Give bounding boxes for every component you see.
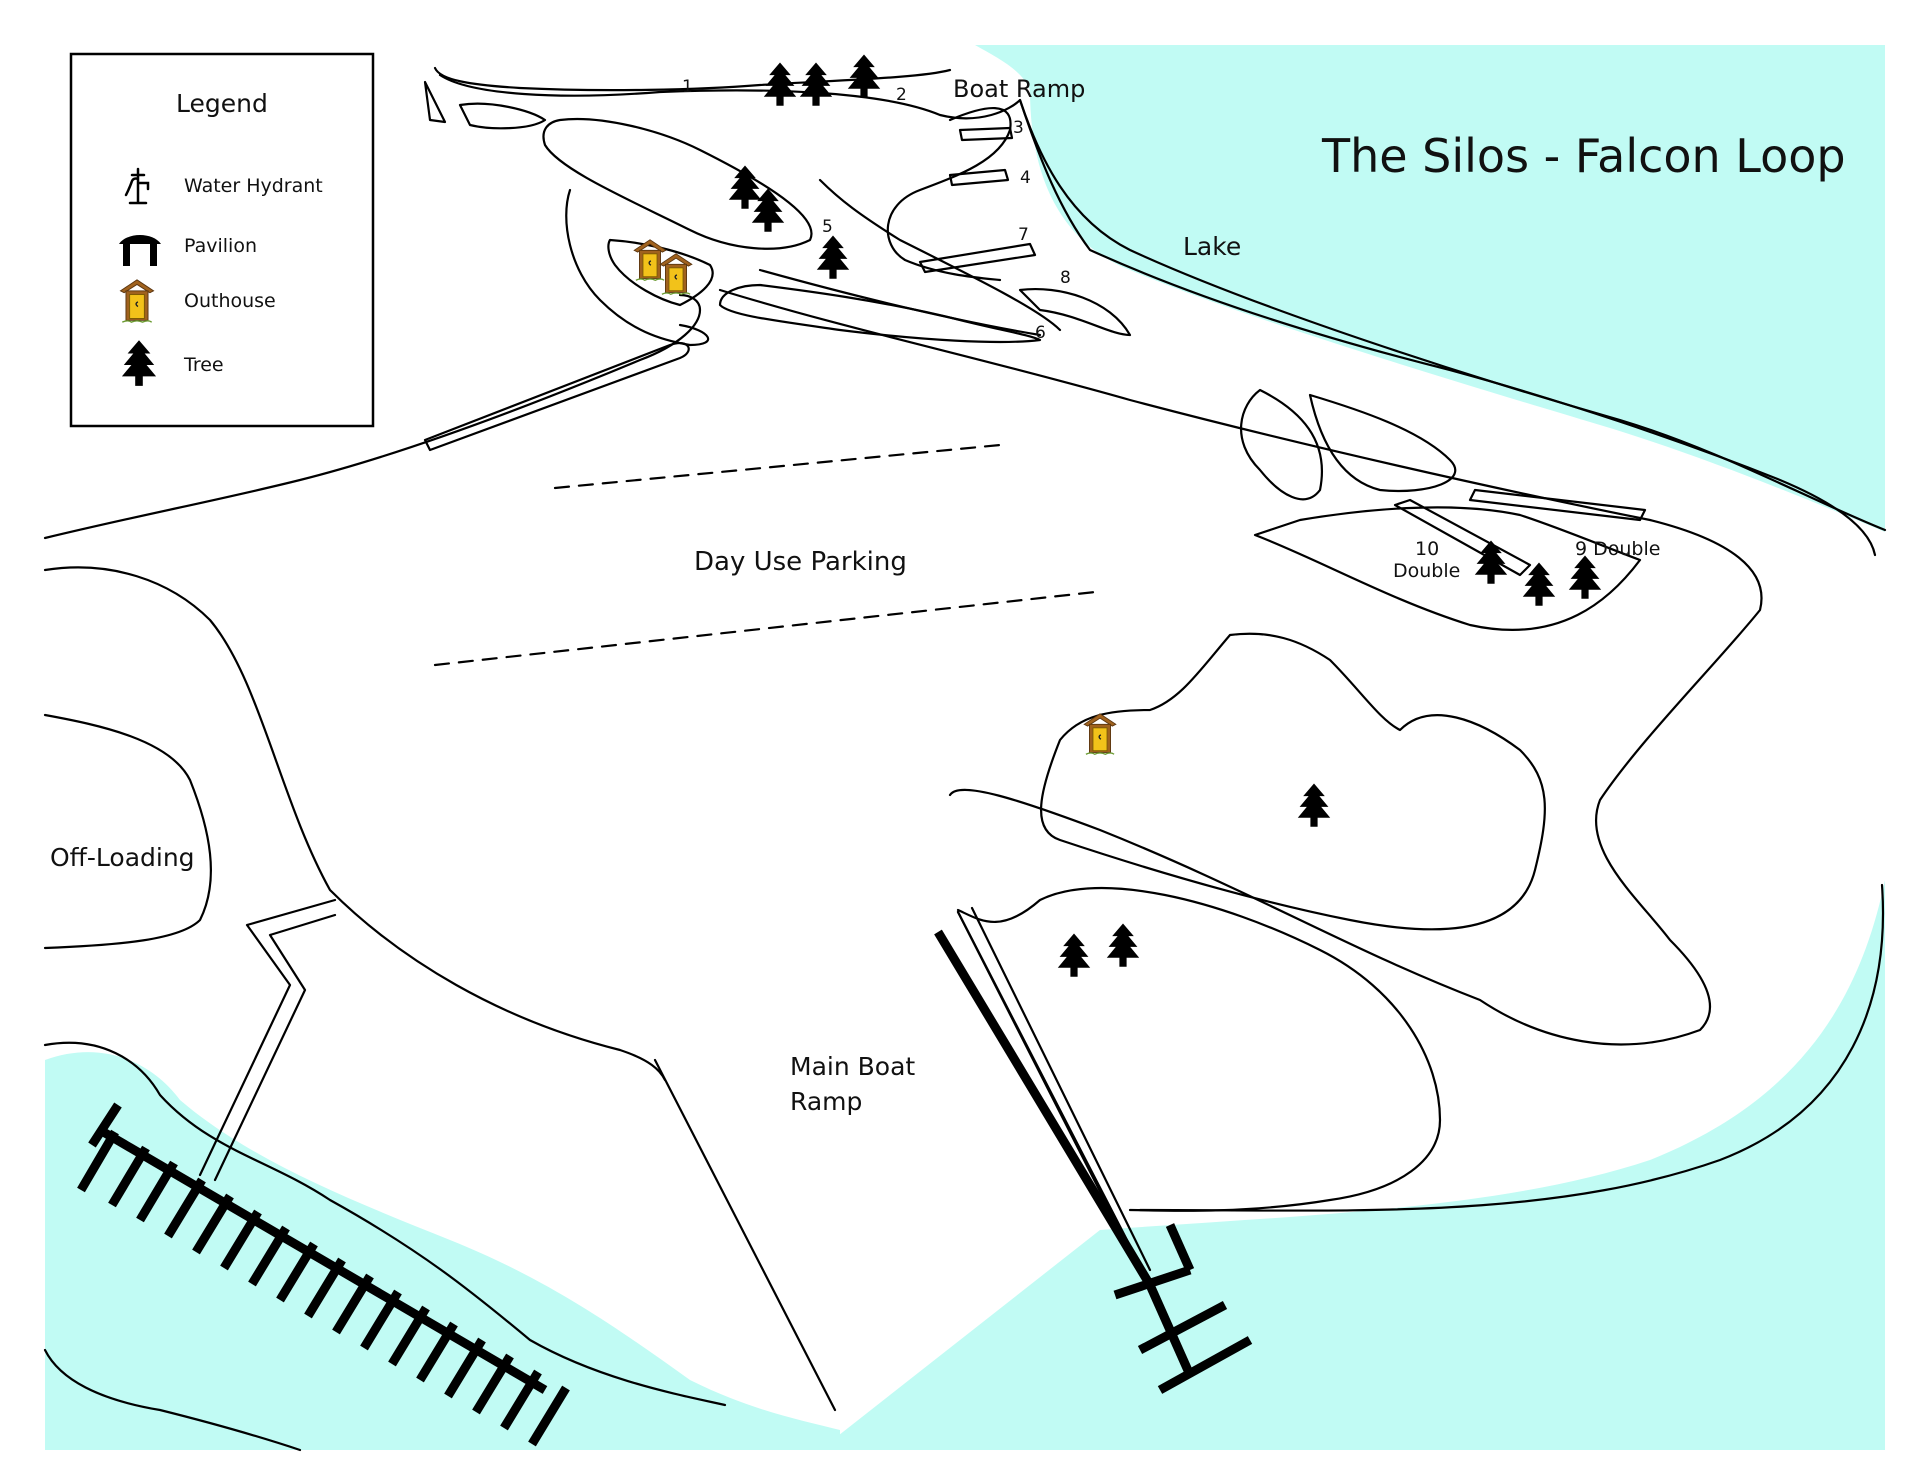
south-shore-edge xyxy=(43,1348,302,1452)
lake-east-water xyxy=(820,880,1885,1450)
tree-icon xyxy=(847,54,881,98)
east-shoreline xyxy=(1138,883,1885,1212)
day-use-parking-label: Day Use Parking xyxy=(694,547,907,577)
west-dock xyxy=(77,1102,570,1447)
map-title: The Silos - Falcon Loop xyxy=(1321,129,1846,183)
outhouse-icon xyxy=(1083,713,1117,755)
inner-island-a xyxy=(458,102,547,130)
site-label-6: 6 xyxy=(1035,323,1046,343)
site-9-pad xyxy=(1468,488,1647,522)
site-7-pad xyxy=(918,242,1037,274)
legend-heading: Legend xyxy=(176,89,268,118)
site-label-5: 5 xyxy=(822,217,833,237)
south-peninsula-road xyxy=(956,886,1442,1212)
tree-icon xyxy=(1297,783,1331,827)
legend-label-outhouse: Outhouse xyxy=(184,290,276,312)
inner-island-b xyxy=(542,117,813,250)
legend-label-pavilion: Pavilion xyxy=(184,235,257,257)
east-camp-loop xyxy=(1040,632,1546,931)
lake-label: Lake xyxy=(1183,232,1241,261)
water-hydrant-icon xyxy=(124,167,150,205)
main-ramp-west-edge xyxy=(653,1058,837,1412)
main-boat-ramp-label-line1: Main Boat xyxy=(790,1052,915,1081)
campground-north-loop xyxy=(433,66,952,92)
lake-south-water xyxy=(45,1052,840,1450)
parking-row-south xyxy=(433,590,1097,667)
site-4-pad xyxy=(948,168,1010,187)
legend-label-water-hydrant: Water Hydrant xyxy=(184,175,323,197)
tree-icon xyxy=(799,62,833,106)
diagonal-parking-strip xyxy=(423,342,690,452)
west-spur-road xyxy=(565,188,710,347)
site-label-10-number: 10 xyxy=(1415,538,1439,560)
east-lobe-a xyxy=(1239,388,1323,501)
tree-icon xyxy=(763,62,797,106)
tree-icon xyxy=(1057,933,1091,977)
pavilion-icon xyxy=(119,235,161,266)
east-walkway xyxy=(956,906,1152,1277)
double-sites-area xyxy=(1253,506,1642,631)
north-spur-left xyxy=(423,80,447,124)
site-label-10-double: Double xyxy=(1393,560,1460,582)
tree-icon xyxy=(728,165,762,209)
north-shoreline xyxy=(1018,98,1887,532)
main-boat-ramp-label-line2: Ramp xyxy=(790,1087,862,1116)
east-finger-road xyxy=(758,178,1062,337)
east-lobe-b xyxy=(1308,393,1457,493)
tree-icon xyxy=(1106,923,1140,967)
outhouse-island xyxy=(607,238,714,307)
tree-icon xyxy=(1522,562,1556,606)
off-loading-label: Off-Loading xyxy=(50,843,195,872)
upper-loop-inner-road xyxy=(718,288,1763,1046)
main-road-north-edge xyxy=(43,293,702,540)
parking-row-north xyxy=(553,443,1002,490)
site-8-pad xyxy=(1018,288,1132,337)
site-label-4: 4 xyxy=(1020,168,1031,188)
site-3-pad xyxy=(958,126,1014,142)
west-walkway xyxy=(198,898,337,1182)
site-label-2: 2 xyxy=(896,85,907,105)
off-loading-area xyxy=(43,713,213,950)
tree-icon xyxy=(1474,540,1508,584)
main-road-south-edge xyxy=(43,566,667,1082)
site-label-7: 7 xyxy=(1018,225,1029,245)
site-10-pad xyxy=(1393,498,1532,577)
site-label-3: 3 xyxy=(1013,118,1024,138)
legend: Legend Water Hydrant Pavilion Outhouse T… xyxy=(69,52,375,428)
east-dock xyxy=(934,929,1253,1394)
site-label-8: 8 xyxy=(1060,268,1071,288)
outhouse-icon xyxy=(659,253,693,295)
tree-icon xyxy=(816,235,850,279)
site-label-1: 1 xyxy=(682,77,693,97)
southwest-shoreline xyxy=(43,1041,727,1407)
boat-ramp-label: Boat Ramp xyxy=(953,75,1085,103)
tree-icon xyxy=(1568,555,1602,599)
lake-north-water xyxy=(975,45,1885,532)
upper-loop-road xyxy=(438,73,1877,557)
legend-label-tree: Tree xyxy=(183,354,224,376)
boat-ramp-curve xyxy=(886,107,1012,282)
site-label-9: 9 Double xyxy=(1575,538,1660,560)
